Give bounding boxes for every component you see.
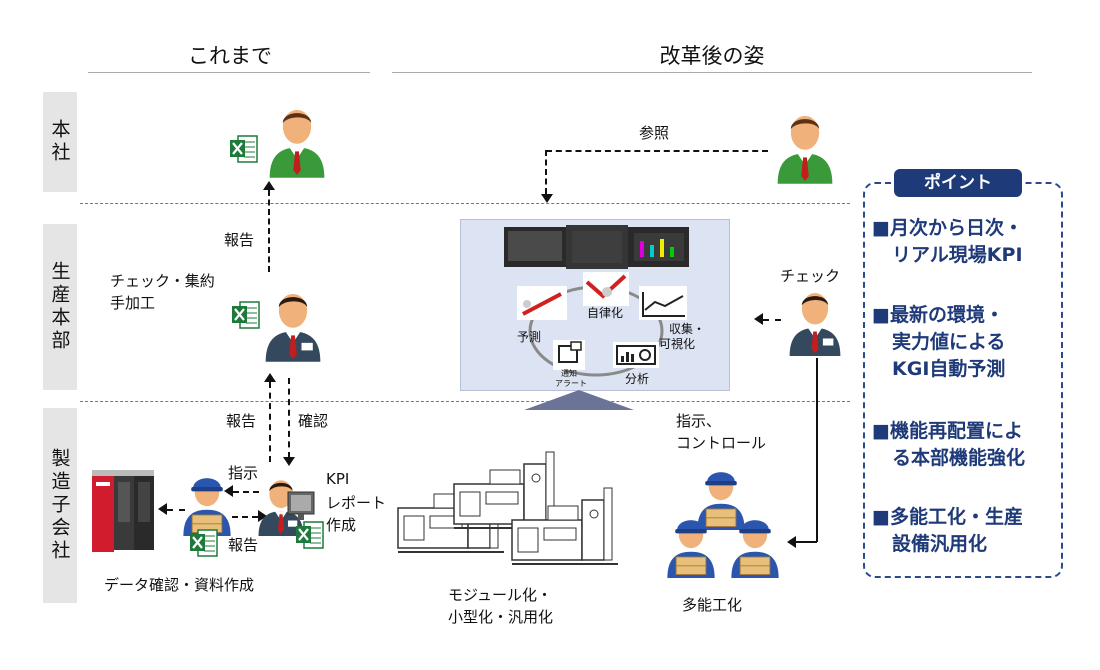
predict-icon [517, 286, 567, 320]
header-after: 改革後の姿 [659, 44, 765, 68]
excel-icon [190, 528, 218, 558]
check-arrow [763, 319, 781, 321]
row-separator-2 [80, 401, 850, 402]
label-notify-2: アラート [555, 379, 587, 388]
big-up-arrow [524, 390, 634, 410]
label-machines-2: 小型化・汎用化 [448, 608, 554, 626]
collect-icon [639, 286, 687, 320]
label-instruct-control-1: 指示、 [676, 412, 722, 430]
label-collect-1: 収集・ [669, 322, 706, 336]
arrow-to-controller [167, 509, 185, 511]
reference-arrow-h [546, 150, 768, 152]
arrow-head-left [224, 485, 233, 497]
excel-icon [296, 520, 324, 550]
label-instruct: 指示 [228, 464, 259, 482]
control-line-v [816, 358, 818, 542]
arrow-head-up [264, 373, 276, 382]
header-before: これまで [188, 44, 272, 68]
excel-icon [232, 300, 260, 330]
label-multiskill: 多能工化 [682, 596, 743, 614]
label-kpi-3: 作成 [326, 516, 357, 534]
report-arrow-bottom [232, 516, 258, 518]
controller-icon [92, 470, 154, 552]
report-arrow-top [268, 190, 270, 272]
manager-dark-icon [260, 286, 326, 362]
arrow-head-down [283, 457, 295, 466]
arrow-head-left [754, 313, 763, 325]
arrow-head-down [541, 194, 553, 203]
manager-icon [772, 108, 838, 184]
label-data-caption: データ確認・資料作成 [104, 576, 255, 594]
label-kpi-1: KPI [326, 470, 350, 488]
point-item: ■最新の環境・ 実力値による KGI自動予測 [872, 304, 1006, 380]
label-kpi-2: レポート [326, 494, 387, 512]
arrow-head-left [787, 536, 796, 548]
arrow-head-up [263, 181, 275, 190]
label-check-aggregate-1: チェック・集約 [110, 272, 215, 290]
arrow-head-right [258, 510, 267, 522]
system-panel: 自律化 予測 収集・ 可視化 分析 通知 アラート [460, 219, 730, 391]
row-separator-1 [80, 203, 850, 204]
point-item: ■多能工化・生産 設備汎用化 [872, 506, 1023, 555]
label-analyze: 分析 [625, 372, 650, 386]
label-predict: 予測 [517, 330, 542, 344]
manager-icon [264, 102, 330, 178]
reference-arrow-v [545, 150, 547, 194]
monitor-icon [287, 491, 315, 520]
label-report-top: 報告 [224, 231, 255, 249]
label-report-bottom: 報告 [228, 536, 259, 554]
row-label-hq: 本社 [43, 92, 77, 192]
label-report-mid: 報告 [226, 412, 257, 430]
label-check-aggregate-2: 手加工 [110, 294, 156, 312]
point-item: ■月次から日次・ リアル現場KPI [872, 217, 1023, 266]
dashboard-icon [504, 225, 689, 269]
label-confirm: 確認 [298, 412, 329, 430]
row-label-production: 生産本部 [43, 224, 77, 390]
control-line-h [796, 541, 817, 543]
header-before-line [88, 72, 370, 73]
instruct-arrow [233, 491, 259, 493]
worker-icon [660, 508, 722, 578]
manager-dark-icon [784, 286, 846, 356]
label-check: チェック [780, 267, 841, 285]
machine-icon [508, 480, 628, 570]
point-title: ポイント [894, 169, 1022, 197]
label-notify-1: 通知 [561, 369, 577, 378]
notify-icon [553, 340, 585, 370]
point-item: ■機能再配置によ る本部機能強化 [872, 420, 1026, 469]
worker-icon [724, 508, 786, 578]
label-collect-2: 可視化 [659, 337, 696, 351]
label-autonomous: 自律化 [587, 306, 624, 320]
excel-icon [230, 134, 258, 164]
confirm-arrow [288, 378, 290, 458]
header-after-line [392, 72, 1032, 73]
label-machines-1: モジュール化・ [448, 586, 552, 604]
autonomous-icon [583, 272, 629, 306]
label-instruct-control-2: コントロール [676, 434, 767, 452]
arrow-head-left [158, 503, 167, 515]
report-arrow-mid [269, 382, 271, 462]
analyze-icon [613, 342, 659, 368]
row-label-subsidiary: 製造子会社 [43, 408, 77, 603]
label-reference: 参照 [639, 124, 670, 142]
